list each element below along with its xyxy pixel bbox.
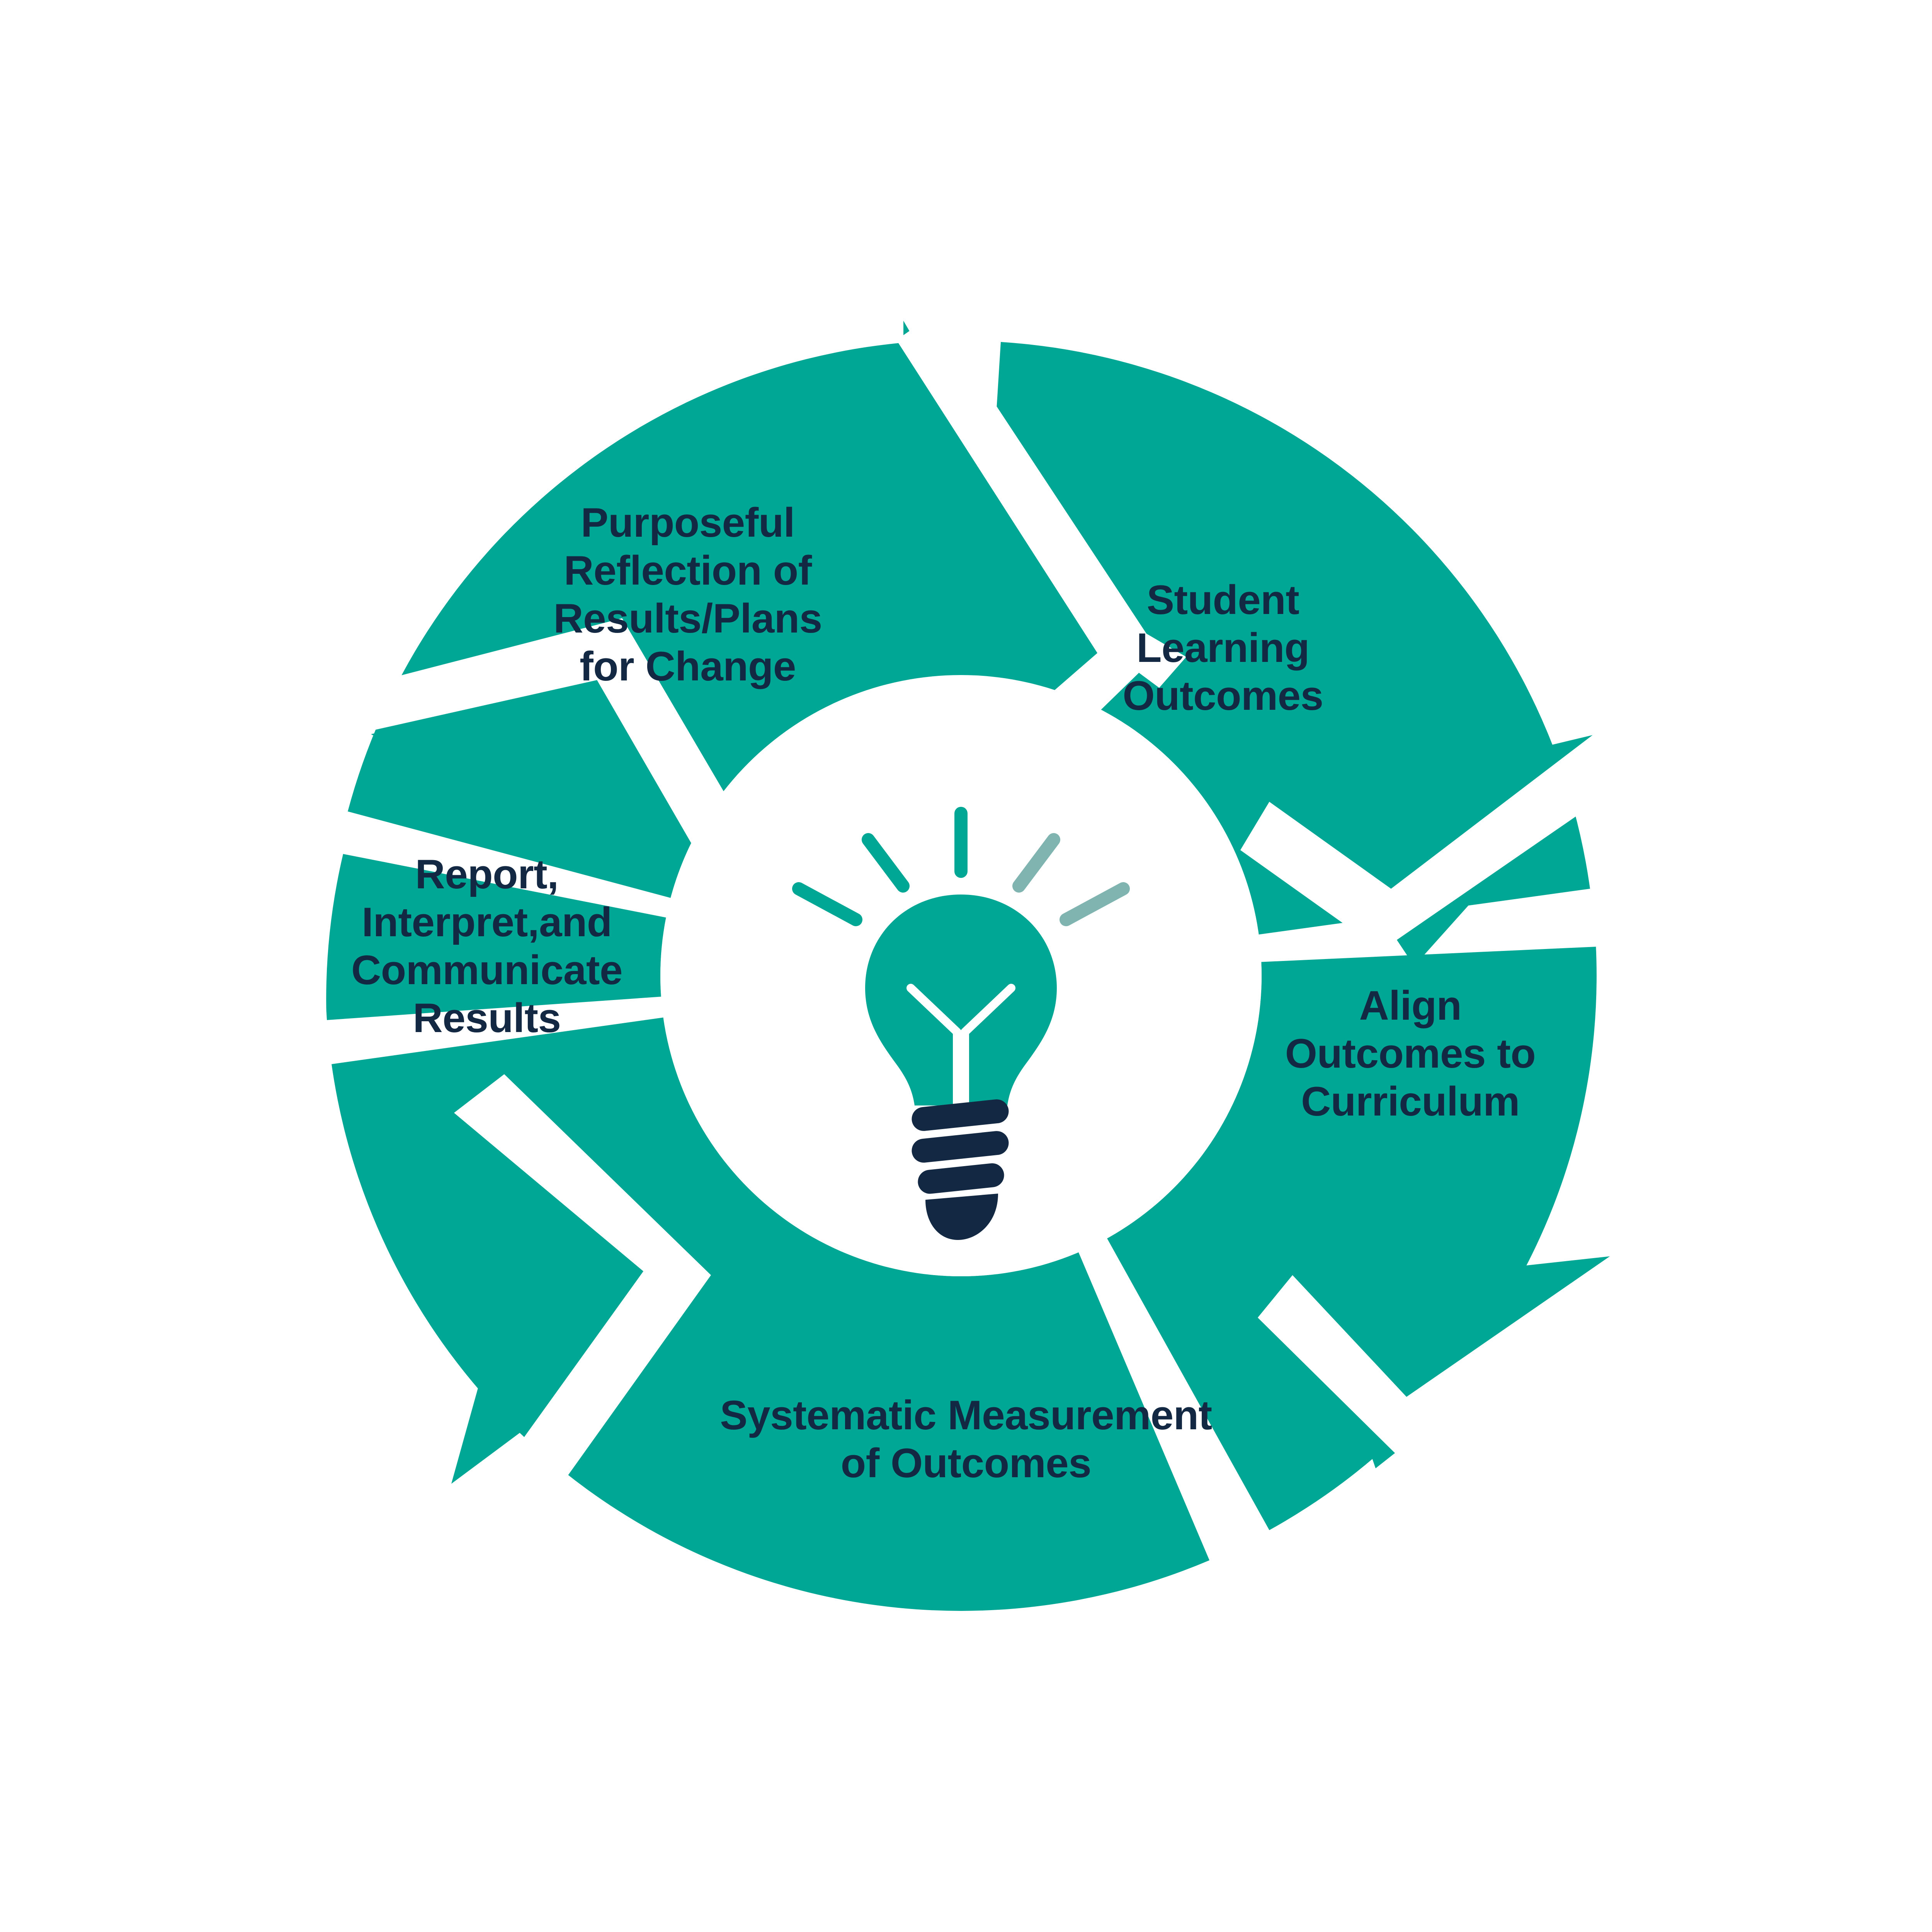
lightbulb-glass [865, 895, 1057, 1105]
lightbulb-ray-upper-left [862, 833, 910, 893]
segment-label-systematic-measurement: Systematic Measurement of Outcomes [720, 1392, 1212, 1486]
lightbulb-filament [906, 984, 1015, 1110]
arrowhead-upper-left [371, 672, 657, 862]
segment-label-student-learning-outcomes: Student Learning Outcomes [1122, 577, 1323, 719]
arrowhead-lower-left [451, 1121, 726, 1484]
lightbulb-icon [792, 807, 1130, 1240]
segment-label-report-interpret-communicate: Report, Interpret,and Communicate Result… [351, 851, 623, 1041]
gap-upper-right [1240, 709, 1662, 951]
gap-upper-left [373, 618, 740, 854]
lightbulb-ray-right [1060, 882, 1130, 926]
lightbulb-ray-left [792, 882, 862, 926]
gap-lower-left [454, 1074, 711, 1492]
gap-lower-right [1258, 1233, 1685, 1464]
gap-top-cap [1117, 630, 1186, 688]
lightbulb-ray-upper-right [1012, 833, 1060, 893]
segment-label-purposeful-reflection: Purposeful Reflection of Results/Plans f… [553, 499, 822, 690]
lightbulb-base [912, 1099, 1009, 1240]
segment-label-align-outcomes: Align Outcomes to Curriculum [1285, 982, 1536, 1125]
